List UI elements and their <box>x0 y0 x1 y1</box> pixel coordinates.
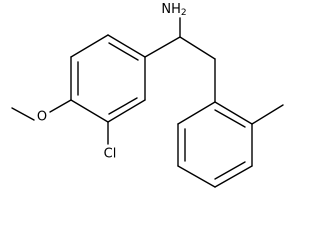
bond-ch-to-ch2 <box>179 36 216 60</box>
bond-ring2-e <box>177 165 216 188</box>
oxygen-label: O <box>37 110 47 125</box>
bond-ring-to-ch <box>144 36 181 58</box>
right-benzene-ring <box>177 58 253 188</box>
bond-ring-to-methyl <box>251 104 284 125</box>
bond-ring2-b <box>214 101 253 125</box>
bond-ring1-c <box>107 99 146 123</box>
amine-label: NH2 <box>161 2 186 18</box>
bond-ring1-f <box>70 34 109 58</box>
bond-ring2-d <box>214 165 253 188</box>
bond-ring-to-o <box>49 99 72 113</box>
double-bond-ring1-2 <box>108 97 138 115</box>
bond-ring2-g <box>177 101 216 125</box>
double-bond-ring2-1 <box>214 109 246 128</box>
double-bond-ring2-2 <box>214 161 246 180</box>
left-benzene-ring <box>70 34 146 123</box>
molecule-structure-diagram: NH2 O Cl <box>11 2 284 188</box>
bond-ring1-d <box>70 99 109 123</box>
chlorine-label: Cl <box>104 147 117 162</box>
bond-ring1-a <box>107 34 146 58</box>
double-bond-ring1-1 <box>108 42 139 61</box>
bond-o-to-methyl <box>11 107 35 121</box>
